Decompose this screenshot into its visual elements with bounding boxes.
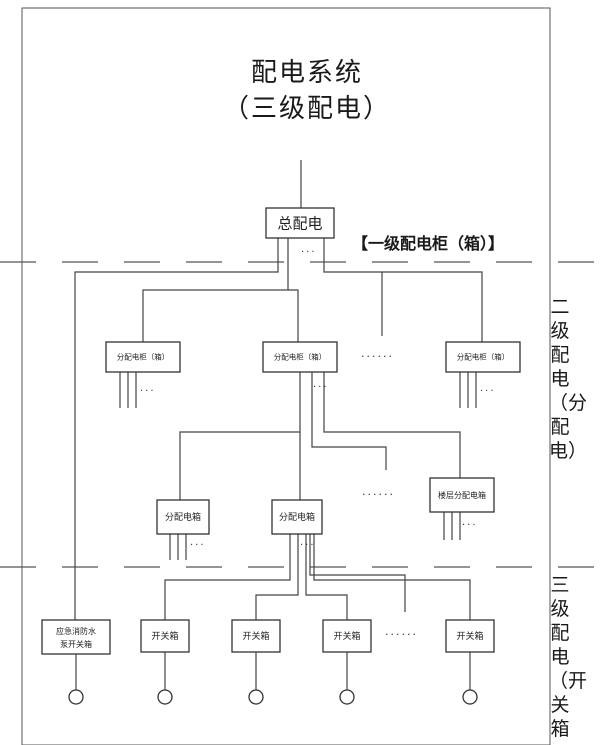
box-dist_center [271, 499, 323, 535]
box-label-sub_center: 分配电柜（箱） [274, 352, 327, 362]
ellipsis-short: ··· [140, 386, 156, 397]
load-4 [462, 689, 478, 705]
diagram-title: 配电系统 [250, 58, 363, 88]
box-label-sub_left: 分配电柜（箱） [117, 352, 170, 362]
box-label-main: 总配电 [277, 214, 322, 232]
level3-label: 三级配电（开关箱 [549, 574, 588, 740]
feed-sub-center [288, 289, 299, 342]
box-label-switch_3: 开关箱 [333, 630, 360, 642]
feed-switch-3 [305, 534, 348, 620]
level1-label: 【一级配电柜（箱）】 [352, 234, 505, 253]
ellipsis-long: ······ [385, 628, 418, 641]
feed-switch-1 [164, 534, 291, 620]
box-switch_1 [140, 619, 190, 653]
box-label-switch_1: 开关箱 [151, 630, 178, 642]
load-2 [248, 689, 264, 705]
feed-fire-pump [74, 238, 279, 620]
box-label-switch_2: 开关箱 [242, 630, 269, 642]
ellipsis-short: ··· [480, 386, 496, 397]
box-sub_right [445, 341, 521, 373]
box-label-switch_4: 开关箱 [456, 630, 483, 642]
ellipsis-long: ······ [361, 350, 394, 363]
box-label-fire_pump-2: 泵开关箱 [60, 639, 92, 649]
ellipsis-short: ··· [313, 382, 329, 393]
outer-frame [21, 7, 551, 745]
box-sub_center [262, 341, 338, 373]
ellipsis-short: ··· [300, 540, 316, 551]
box-label-sub_right: 分配电柜（箱） [457, 352, 510, 362]
box-switch_2 [231, 619, 281, 653]
feed-sub-left [142, 238, 289, 342]
box-label-fire_pump: 应急消防水 [56, 626, 96, 636]
feed-more-2 [311, 372, 387, 470]
box-label-dist_left: 分配电箱 [165, 511, 201, 523]
feed-sub-right [323, 238, 483, 342]
ellipsis-short: ··· [301, 247, 317, 258]
feed-switch-4 [313, 534, 471, 620]
ellipsis-short: ··· [462, 520, 478, 531]
load-fire-pump [68, 689, 84, 705]
level-dividers [0, 7, 614, 745]
ellipsis-long: ······ [362, 488, 395, 501]
box-floor [429, 477, 495, 513]
feed-switch-more [309, 534, 406, 612]
box-label-dist_center: 分配电箱 [279, 511, 315, 523]
box-fire_pump [41, 619, 111, 655]
box-main [265, 207, 335, 239]
box-switch_4 [445, 619, 495, 653]
wire-lines [74, 160, 483, 690]
load-3 [339, 689, 355, 705]
box-label-floor: 楼层分配电箱 [438, 490, 486, 500]
load-1 [157, 689, 173, 705]
ellipsis-layer: ······································· [140, 247, 496, 641]
ellipsis-short: ··· [190, 540, 206, 551]
box-dist_left [156, 499, 210, 535]
feed-dist-left [179, 372, 301, 500]
level2-label: 二级配电（分配电） [549, 296, 588, 462]
diagram-subtitle: （三级配电） [222, 94, 391, 124]
loads-layer [68, 689, 478, 705]
feed-floor [323, 372, 461, 478]
box-switch_3 [322, 619, 372, 653]
feed-switch-2 [255, 534, 299, 620]
box-sub_left [105, 341, 181, 373]
